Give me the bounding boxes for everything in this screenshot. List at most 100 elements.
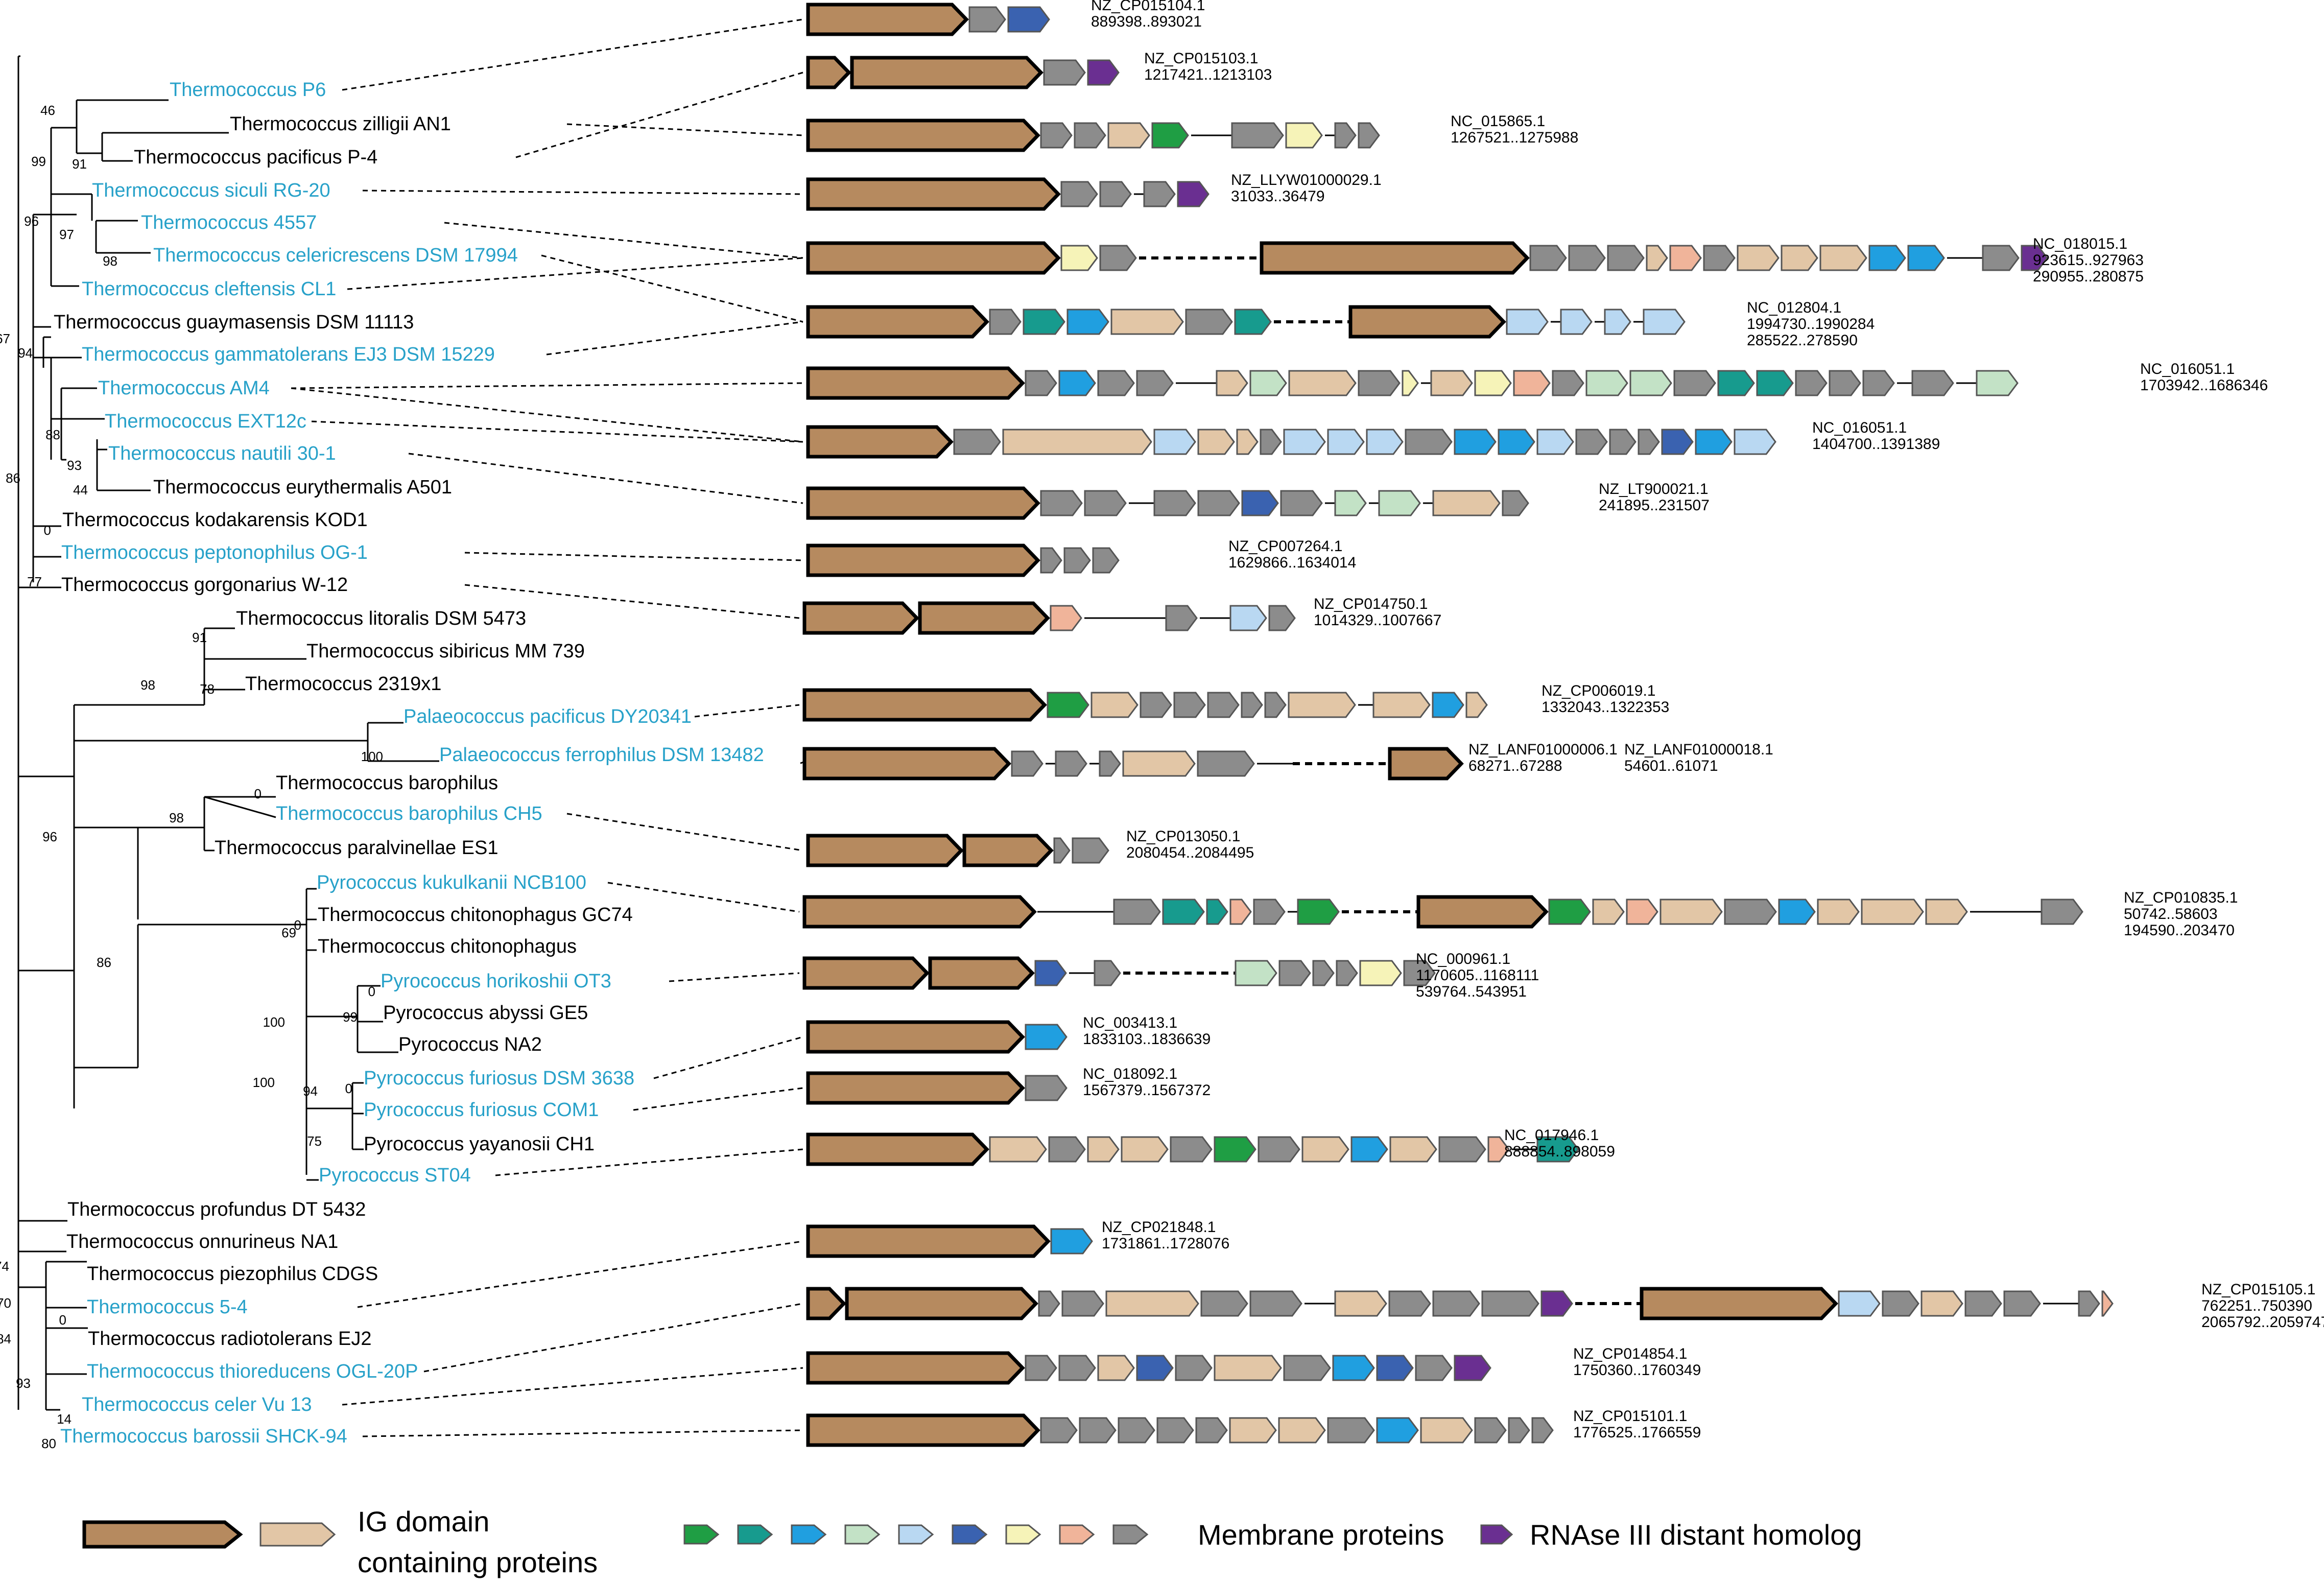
ig-domain-gene — [806, 543, 1040, 577]
ig-domain-gene — [962, 834, 1054, 867]
ig_small-gene — [1737, 245, 1780, 271]
blue_dark-gene — [1007, 6, 1050, 33]
grey-gene — [1795, 370, 1828, 396]
accession-label: 1750360..1760349 — [1573, 1362, 1701, 1379]
ig-domain-gene — [806, 366, 1025, 400]
ig_small-gene — [1122, 750, 1196, 777]
ig-domain-gene — [806, 177, 1061, 211]
blue_bright-gene — [1907, 245, 1945, 271]
accession-label: NZ_CP021848.1 — [1102, 1219, 1216, 1236]
ig_small-gene — [1110, 309, 1184, 335]
grey-gene — [1143, 181, 1176, 207]
purple-gene — [1177, 181, 1210, 207]
taxon-label: Pyrococcus kukulkanii NCB100 — [317, 872, 586, 893]
bootstrap-value: 0 — [254, 786, 262, 801]
taxon-label: Thermococcus sibiricus MM 739 — [306, 641, 585, 662]
grey-gene — [1253, 899, 1286, 925]
taxon-label: Thermococcus AM4 — [98, 377, 270, 399]
connector-line — [541, 254, 803, 323]
accession-label: 923615..927963 — [2033, 252, 2144, 269]
ig-domain-gene — [802, 688, 1047, 722]
ig-domain-gene — [802, 956, 930, 990]
accession-label: NZ_CP014854.1 — [1573, 1345, 1687, 1362]
connector-line — [694, 704, 800, 718]
grey-gene — [1264, 692, 1287, 718]
connector-line — [566, 813, 803, 852]
accession-label: NZ_LT900021.1 — [1599, 481, 1709, 498]
grey-gene — [1280, 490, 1323, 516]
connector-line — [357, 1240, 803, 1308]
ig-domain-gene — [1416, 895, 1549, 929]
accession-label: 1776525..1766559 — [1573, 1424, 1701, 1441]
ig-domain-gene — [806, 425, 954, 459]
blue_light-gene — [1153, 429, 1196, 455]
accession-label: 1332043..1322353 — [1542, 699, 1669, 716]
salmon-gene — [1626, 899, 1658, 925]
taxon-label: Thermococcus litoralis DSM 5473 — [236, 608, 526, 629]
grey-gene — [989, 309, 1022, 335]
grey-gene — [1170, 1136, 1213, 1163]
grey-gene — [1055, 750, 1087, 777]
connector-line — [347, 257, 803, 290]
connector-line — [515, 72, 803, 158]
ig-domain-gene — [806, 834, 964, 867]
grey-gene — [1099, 181, 1132, 207]
grey-gene — [1531, 1417, 1554, 1444]
accession-label: NC_003413.1 — [1083, 1014, 1177, 1031]
grey-gene — [1358, 122, 1380, 149]
connector-line — [362, 1429, 803, 1437]
accession-label: 1404700..1391389 — [1812, 436, 1940, 453]
legend-ig-large-icon — [82, 1520, 243, 1549]
taxon-label: Thermococcus cleftensis CL1 — [82, 278, 336, 300]
ig_small-gene — [1236, 429, 1259, 455]
taxon-label: Pyrococcus yayanosii CH1 — [364, 1133, 595, 1155]
ig_small-gene — [1278, 1417, 1326, 1444]
teal-gene — [1756, 370, 1794, 396]
bootstrap-value: 67 — [0, 331, 10, 346]
green_light-gene — [1334, 490, 1367, 516]
ig_small-gene — [1097, 1355, 1135, 1381]
taxon-label: Thermococcus radiotolerans EJ2 — [88, 1328, 371, 1350]
grey-gene — [1025, 370, 1057, 396]
salmon-membrane-icon — [1059, 1524, 1095, 1545]
ig-domain-gene — [1388, 747, 1464, 781]
ig-domain-gene — [802, 601, 919, 635]
taxon-label: Thermococcus nautili 30-1 — [108, 443, 336, 464]
connector-line — [633, 1087, 803, 1111]
ig-domain-gene — [806, 1020, 1025, 1054]
bootstrap-value: 14 — [57, 1411, 72, 1427]
taxon-label: Thermococcus EXT12c — [105, 411, 306, 432]
blue_light-gene — [1838, 1290, 1881, 1317]
accession-label: 54601..61071 — [1624, 758, 1718, 774]
grey-gene — [1058, 1355, 1096, 1381]
grey-gene — [1964, 1290, 2002, 1317]
ig_small-gene — [1197, 429, 1235, 455]
ig-domain-gene — [918, 601, 1050, 635]
accession-label: NC_017946.1 — [1504, 1127, 1599, 1144]
accession-label: 762251..750390 — [2201, 1297, 2312, 1314]
bootstrap-value: 94 — [303, 1083, 318, 1099]
blue_bright-gene — [1066, 309, 1109, 335]
grey-gene — [1607, 245, 1645, 271]
accession-label: 2080454..2084495 — [1126, 844, 1254, 861]
grey-gene — [1025, 1355, 1057, 1381]
grey-gene — [1529, 245, 1567, 271]
salmon-gene — [1487, 1136, 1510, 1163]
grey-gene — [1249, 1290, 1302, 1317]
ig-domain-gene — [806, 305, 989, 339]
green-gene — [1297, 899, 1340, 925]
green_light-gene — [1585, 370, 1628, 396]
yellow_light-membrane-icon — [1005, 1524, 1041, 1545]
grey-gene — [1982, 245, 2020, 271]
green_light-gene — [1249, 370, 1287, 396]
green_light-gene — [1976, 370, 2019, 396]
accession-label: 285522..278590 — [1747, 332, 1858, 349]
accession-label: 1217421..1213103 — [1144, 66, 1272, 83]
connector-line — [362, 190, 803, 195]
grey-gene — [1092, 547, 1120, 574]
